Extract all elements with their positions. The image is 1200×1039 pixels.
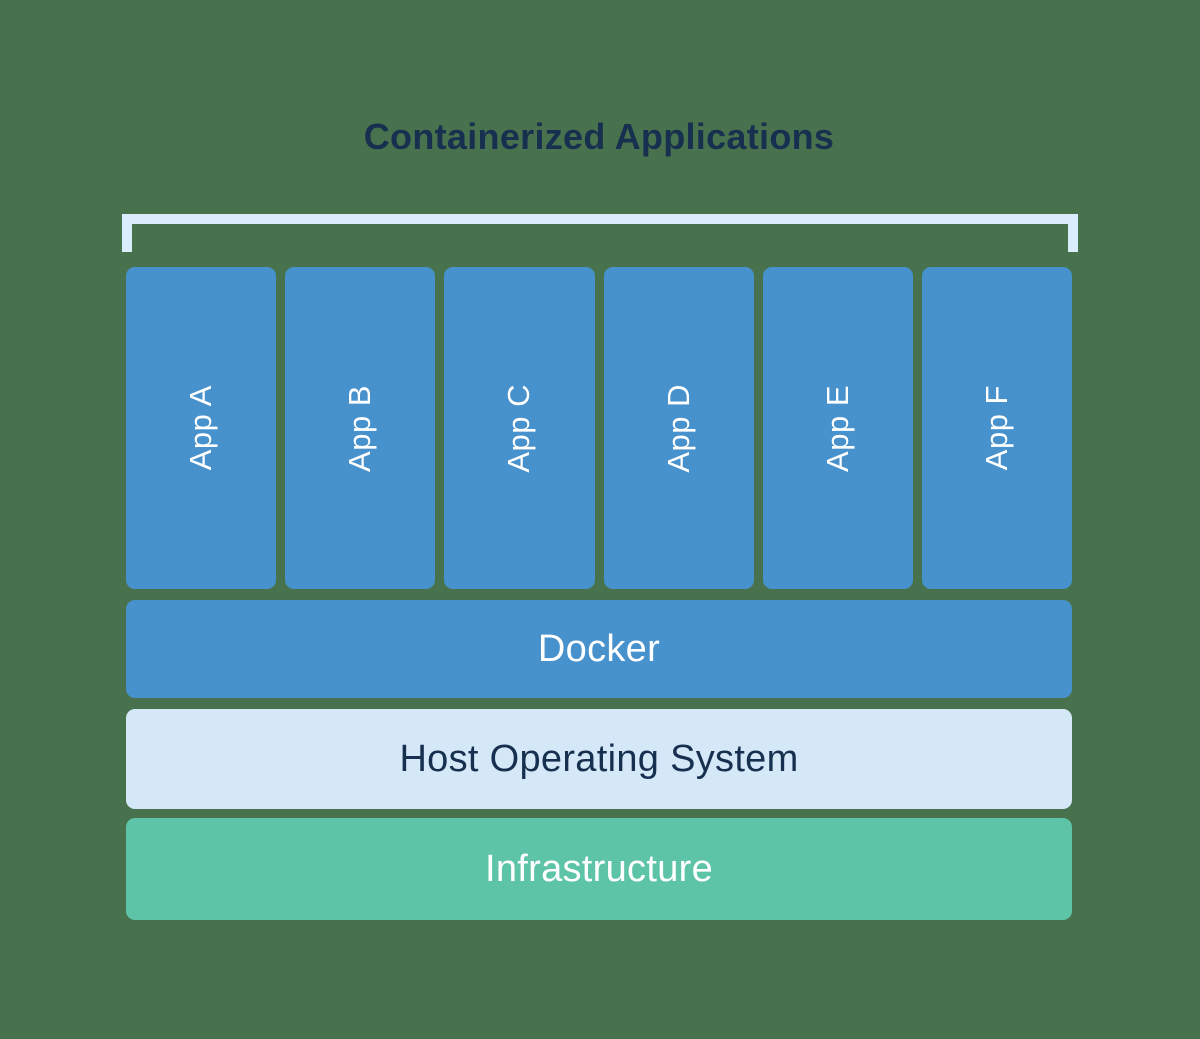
host-os-layer: Host Operating System bbox=[126, 709, 1072, 809]
infrastructure-layer: Infrastructure bbox=[126, 818, 1072, 920]
applications-bracket bbox=[122, 214, 1078, 252]
app-a-label: App A bbox=[183, 385, 219, 471]
app-container-d: App D bbox=[603, 267, 754, 589]
app-container-f: App F bbox=[921, 267, 1073, 589]
app-container-c: App C bbox=[444, 267, 595, 589]
app-f-label: App F bbox=[978, 385, 1014, 471]
infrastructure-layer-label: Infrastructure bbox=[484, 847, 714, 890]
app-container-a: App A bbox=[126, 267, 277, 589]
app-b-label: App B bbox=[342, 384, 378, 472]
diagram-title: Containerized Applications bbox=[363, 116, 835, 157]
docker-layer-label: Docker bbox=[537, 627, 661, 670]
app-container-b: App B bbox=[285, 267, 436, 589]
app-e-label: App E bbox=[819, 384, 855, 472]
host-os-layer-label: Host Operating System bbox=[399, 737, 799, 780]
app-c-label: App C bbox=[501, 383, 537, 473]
app-container-e: App E bbox=[762, 267, 913, 589]
app-container-row: App A App B App C App D App E App F bbox=[126, 267, 1073, 589]
app-d-label: App D bbox=[660, 383, 696, 473]
docker-layer: Docker bbox=[126, 600, 1072, 698]
